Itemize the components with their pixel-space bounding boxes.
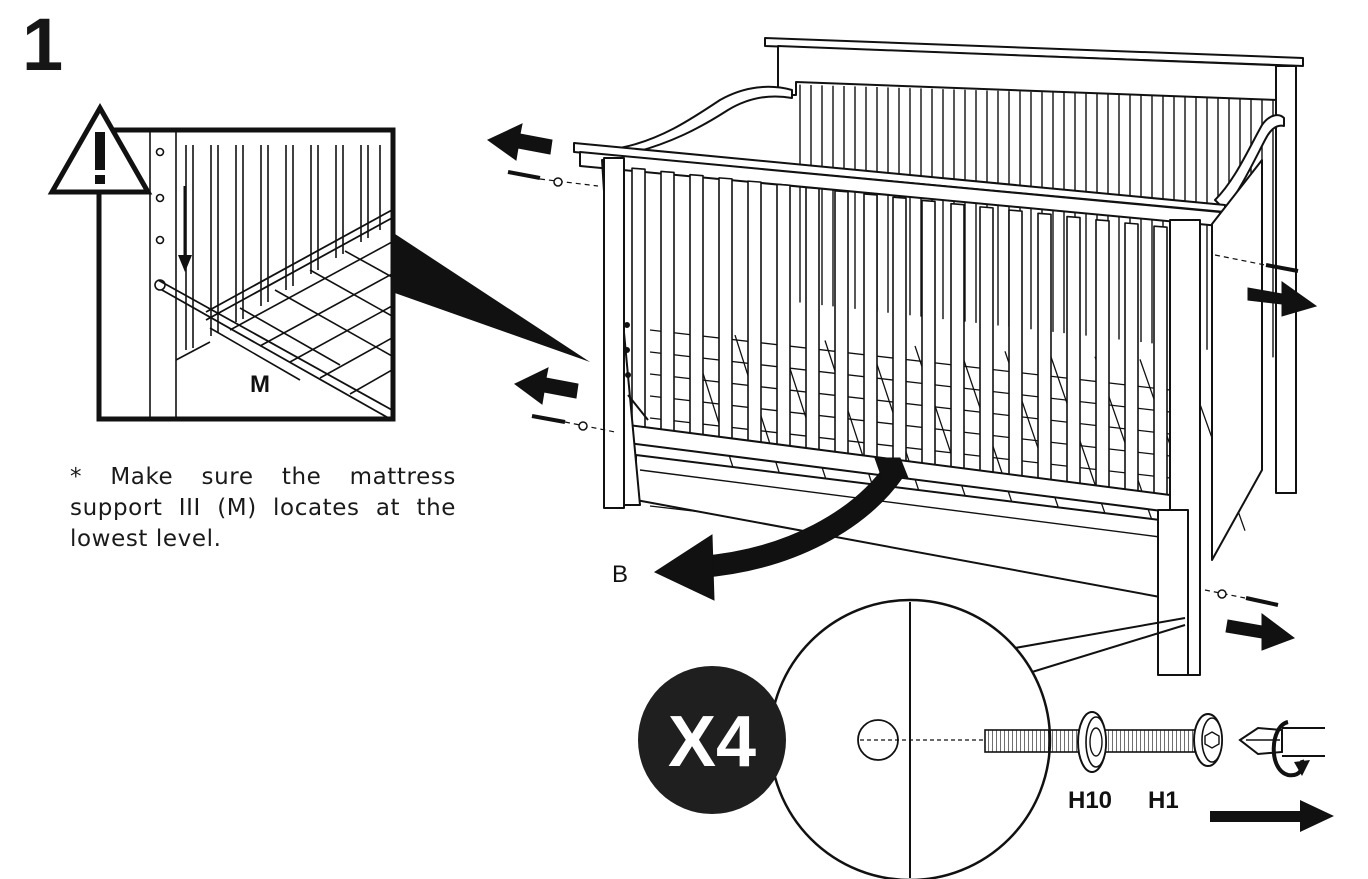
front-slat [1008, 209, 1023, 481]
front-slat [1095, 218, 1110, 492]
front-slat [1153, 225, 1168, 500]
screwdriver-icon [1238, 726, 1325, 757]
mattress-grid-line [649, 373, 1171, 435]
front-slat [863, 193, 878, 462]
front-slat [921, 199, 936, 469]
front-slat [660, 170, 675, 434]
inset-detail: M [47, 102, 590, 422]
arrow-icon [1225, 613, 1296, 651]
front-slat [689, 173, 704, 438]
washer-h10 [1077, 711, 1107, 773]
quantity-label: X4 [668, 702, 756, 782]
front-slat [718, 177, 733, 442]
front-slat [776, 183, 791, 450]
front-slat [979, 206, 994, 477]
side-rail-label: B [612, 561, 628, 588]
assembly-note: * Make sure the mattress support III (M)… [70, 464, 456, 552]
front-slat [950, 202, 965, 473]
front-slat [631, 167, 646, 431]
quantity-badge [638, 666, 786, 814]
magnified-detail: X4 H10 H1 [638, 598, 1334, 879]
bolt-removal-indicators [487, 123, 1318, 673]
arrow-icon [514, 367, 579, 405]
washer-label: H10 [1068, 787, 1112, 814]
arrow-icon [653, 534, 715, 601]
rotate-clockwise-icon [1271, 720, 1310, 778]
front-slat [1124, 222, 1139, 496]
front-slat [892, 196, 907, 465]
arrow-icon [1247, 281, 1318, 317]
mattress-grid-line [649, 395, 1171, 457]
mattress-support-label: M [250, 371, 270, 398]
warning-triangle-icon [47, 102, 153, 195]
arrow-icon [1210, 800, 1334, 832]
front-slat [747, 180, 762, 446]
step-number: 1 [22, 3, 64, 86]
arrow-icon [487, 123, 553, 161]
bolt-label: H1 [1148, 787, 1179, 814]
mattress-grid-line [649, 351, 1171, 413]
front-slat [1066, 215, 1081, 489]
front-slat [834, 189, 849, 458]
front-slat [1037, 212, 1052, 485]
front-slat [805, 186, 820, 454]
mattress-grid-line [649, 417, 1171, 479]
crib [573, 37, 1304, 676]
